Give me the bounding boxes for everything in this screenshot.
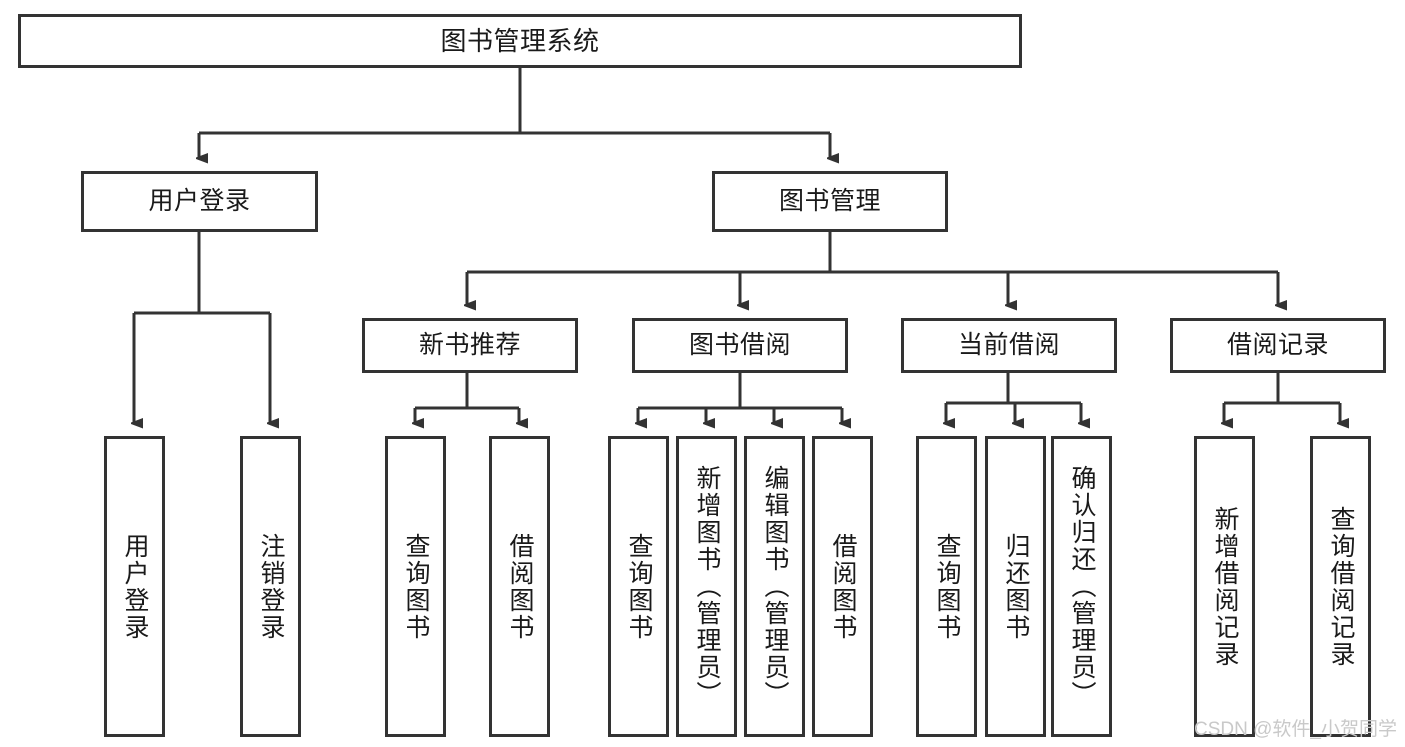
node-label-leaf-return-book: 归还图书 [1002,532,1030,641]
node-leaf-query-book-1[interactable]: 查询图书 [385,436,446,737]
node-label-current-borrow: 当前借阅 [957,330,1060,359]
node-leaf-borrow-book-1[interactable]: 借阅图书 [489,436,550,737]
node-label-book-management: 图书管理 [778,186,881,215]
node-label-leaf-user-login: 用户登录 [121,532,149,641]
node-book-management[interactable]: 图书管理 [712,171,948,232]
node-label-user-login: 用户登录 [148,186,251,215]
node-label-leaf-query-book-2: 查询图书 [625,532,653,641]
node-leaf-query-book-2[interactable]: 查询图书 [608,436,669,737]
node-leaf-confirm-return[interactable]: 确认归还（管理员） [1051,436,1112,737]
node-leaf-add-book[interactable]: 新增图书（管理员） [676,436,737,737]
node-user-login[interactable]: 用户登录 [81,171,318,232]
node-leaf-user-login[interactable]: 用户登录 [104,436,165,737]
node-label-leaf-logout-login: 注销登录 [257,532,285,641]
node-leaf-edit-book[interactable]: 编辑图书（管理员） [744,436,805,737]
node-label-leaf-borrow-book-1: 借阅图书 [506,532,534,641]
node-leaf-return-book[interactable]: 归还图书 [985,436,1046,737]
node-label-leaf-add-record: 新增借阅记录 [1211,505,1239,668]
node-label-borrow-record: 借阅记录 [1226,330,1329,359]
node-leaf-add-record[interactable]: 新增借阅记录 [1194,436,1255,737]
node-leaf-query-record[interactable]: 查询借阅记录 [1310,436,1371,737]
node-label-book-borrow: 图书借阅 [688,330,791,359]
node-leaf-borrow-book-2[interactable]: 借阅图书 [812,436,873,737]
node-label-leaf-query-book-3: 查询图书 [933,532,961,641]
watermark-text: CSDN @软件_小贺同学 [1194,719,1397,740]
node-new-book-recommend[interactable]: 新书推荐 [362,318,578,373]
node-label-leaf-query-book-1: 查询图书 [402,532,430,641]
node-label-leaf-borrow-book-2: 借阅图书 [829,532,857,641]
node-current-borrow[interactable]: 当前借阅 [901,318,1117,373]
node-label-leaf-add-book: 新增图书（管理员） [693,465,721,708]
node-borrow-record[interactable]: 借阅记录 [1170,318,1386,373]
node-label-leaf-query-record: 查询借阅记录 [1327,505,1355,668]
node-label-root: 图书管理系统 [440,25,600,56]
node-label-leaf-edit-book: 编辑图书（管理员） [761,465,789,708]
node-label-leaf-confirm-return: 确认归还（管理员） [1068,465,1096,708]
node-leaf-query-book-3[interactable]: 查询图书 [916,436,977,737]
node-label-new-book-recommend: 新书推荐 [418,330,521,359]
node-book-borrow[interactable]: 图书借阅 [632,318,848,373]
node-leaf-logout-login[interactable]: 注销登录 [240,436,301,737]
node-root-system[interactable]: 图书管理系统 [18,14,1022,68]
